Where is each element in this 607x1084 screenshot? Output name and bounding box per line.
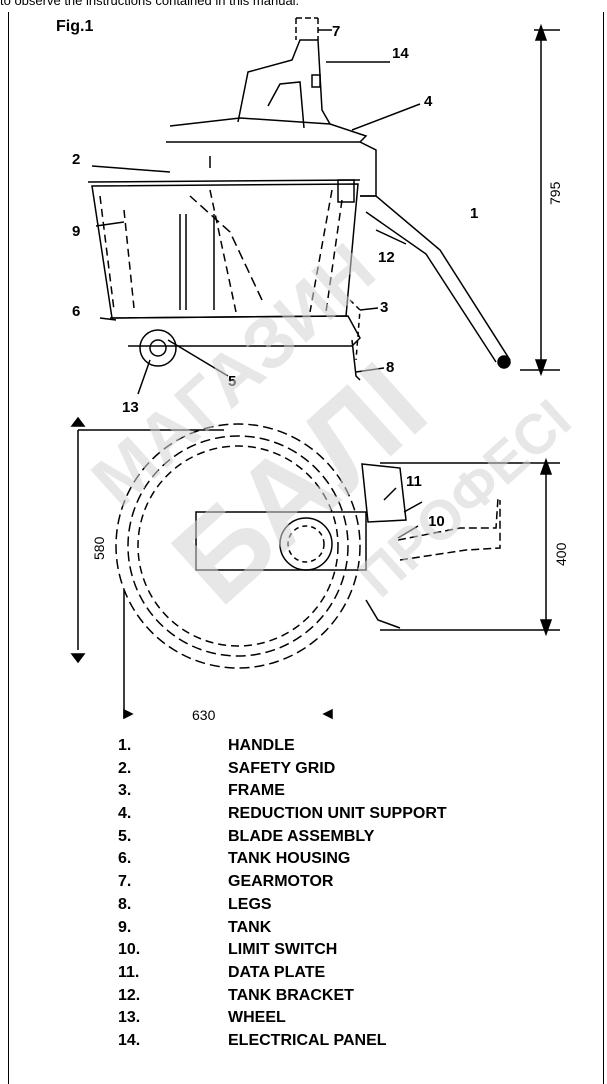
plan-view-outer-circle: [115, 423, 361, 669]
callout-1: 1: [470, 205, 478, 222]
parts-legend: 1.HANDLE 2.SAFETY GRID 3.FRAME 4.REDUCTI…: [118, 735, 588, 1053]
dimension-400: 400: [553, 542, 569, 566]
figure-title: Fig.1: [56, 18, 94, 35]
blade-assembly: [179, 214, 215, 310]
callout-11: 11: [406, 473, 422, 490]
callout-5: 5: [228, 373, 236, 390]
depth-dimension-line: [77, 429, 224, 650]
legend-row: 1.HANDLE: [118, 737, 295, 754]
dimension-795: 795: [547, 181, 563, 205]
callout-7: 7: [332, 23, 340, 40]
tank-bracket: [337, 179, 355, 203]
reduction-unit-support: [166, 141, 377, 197]
callout-4: 4: [424, 93, 433, 110]
legend-row: 4.REDUCTION UNIT SUPPORT: [118, 805, 447, 823]
callout-13: 13: [122, 399, 139, 416]
callout-9: 9: [72, 223, 80, 240]
electrical-panel-outline: [267, 81, 305, 129]
plan-view-tank-bracket: [195, 511, 367, 571]
callout-6: 6: [72, 303, 80, 320]
dimension-labels: 795 400 580 630: [91, 181, 569, 723]
gearmotor-body: [237, 39, 331, 125]
gearmotor-top: [295, 17, 319, 40]
callout-2: 2: [72, 151, 80, 168]
legend-row: 5.BLADE ASSEMBLY: [118, 827, 375, 845]
legend-row: 14.ELECTRICAL PANEL: [118, 1031, 387, 1049]
plan-view-handle: [397, 497, 501, 561]
plan-view-data-plate: [361, 463, 407, 523]
plan-view-gearmotor: [279, 517, 333, 571]
wheel-inner: [149, 339, 167, 357]
callout-12: 12: [378, 249, 395, 266]
dimension-580: 580: [91, 536, 107, 560]
wheel-outer: [139, 329, 177, 367]
callout-3: 3: [380, 299, 388, 316]
legend-row: 6.TANK HOUSING: [118, 850, 351, 868]
tank-outline: [91, 183, 359, 319]
legend-row: 13.WHEEL: [118, 1009, 286, 1027]
tank-housing: [109, 315, 361, 347]
callout-14: 14: [392, 45, 409, 62]
legs: [351, 339, 361, 381]
legend-row: 8.LEGS: [118, 895, 272, 913]
legend-row: 12.TANK BRACKET: [118, 986, 354, 1004]
legend-row: 7.GEARMOTOR: [118, 873, 334, 891]
legend-row: 11.DATA PLATE: [118, 963, 326, 981]
dimension-630: 630: [192, 707, 216, 723]
legend-row: 2.SAFETY GRID: [118, 759, 336, 777]
legend-row: 10.LIMIT SWITCH: [118, 941, 338, 959]
tank-inner-dashes: [99, 189, 343, 313]
legend-row: 9.TANK: [118, 918, 272, 936]
handle: [360, 195, 511, 363]
callouts: 7 14 4 2 9 1 12 6 3 5 8 13 11 10: [72, 23, 478, 530]
frame: [349, 299, 361, 361]
legend-row: 3.FRAME: [118, 782, 285, 800]
callout-8: 8: [386, 359, 394, 376]
intro-text: to observe the instructions contained in…: [0, 0, 300, 8]
figure-frame: [8, 12, 604, 1084]
side-dimension-line: [380, 462, 560, 631]
electrical-panel-switch: [311, 74, 321, 88]
callout-10: 10: [428, 513, 445, 530]
handle-knob: [497, 355, 511, 369]
